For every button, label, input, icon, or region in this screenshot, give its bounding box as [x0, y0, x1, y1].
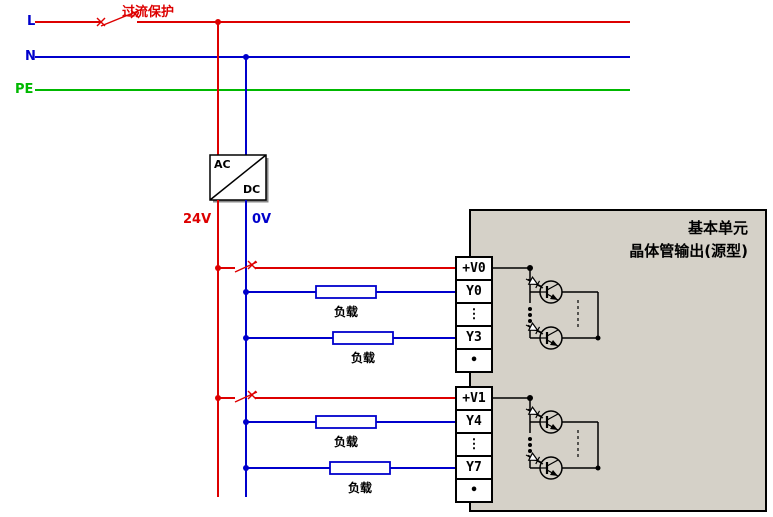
load-symbol-y7: [329, 461, 391, 475]
supply-branch-v1: [215, 390, 455, 403]
terminal-block-1: +V0 Y0 ⋮ Y3 •: [455, 256, 493, 373]
load-label-y4: 负载: [333, 435, 358, 449]
load-label-y0: 负载: [333, 305, 358, 319]
terminal-block-2: +V1 Y4 ⋮ Y7 •: [455, 386, 493, 503]
converter-input-wires: [215, 19, 249, 155]
terminal-v1: +V1: [455, 386, 493, 411]
phase-l-label: L: [27, 14, 36, 29]
load-label-y3: 负载: [350, 351, 375, 365]
terminal-y7: Y7: [455, 455, 493, 480]
overcurrent-protection-label: 过流保护: [122, 5, 175, 20]
load-symbol-y0: [315, 285, 377, 299]
load-branch-y7: [243, 461, 455, 475]
dc-24v-label: 24V: [183, 212, 212, 227]
terminal-dot: •: [455, 478, 493, 503]
load-label-y7: 负载: [347, 481, 372, 495]
load-branch-y3: [243, 331, 455, 345]
phase-n-label: N: [25, 49, 36, 64]
terminal-y4: Y4: [455, 409, 493, 434]
load-branch-y4: [243, 415, 455, 429]
load-symbol-y3: [332, 331, 394, 345]
unit-subtitle: 晶体管输出(源型): [629, 242, 748, 260]
load-symbol-y4: [315, 415, 377, 429]
supply-branch-v0: [215, 260, 455, 273]
terminal-y0: Y0: [455, 279, 493, 304]
terminal-y3: Y3: [455, 325, 493, 350]
overcurrent-breaker-symbol: [96, 9, 140, 27]
phase-pe-label: PE: [15, 82, 34, 97]
dc-0v-label: 0V: [252, 212, 272, 227]
acdc-converter-symbol: [209, 154, 269, 203]
basic-unit-panel: [469, 209, 767, 512]
output-circuit-group-2: [492, 395, 601, 480]
load-branch-y0: [243, 285, 455, 299]
terminal-v0: +V0: [455, 256, 493, 281]
output-circuit-group-1: [492, 265, 601, 350]
converter-dc-label: DC: [243, 183, 261, 196]
converter-ac-label: AC: [214, 158, 231, 171]
unit-title: 基本单元: [687, 219, 748, 237]
terminal-ellipsis: ⋮: [455, 302, 493, 327]
terminal-dot: •: [455, 348, 493, 373]
terminal-ellipsis: ⋮: [455, 432, 493, 457]
